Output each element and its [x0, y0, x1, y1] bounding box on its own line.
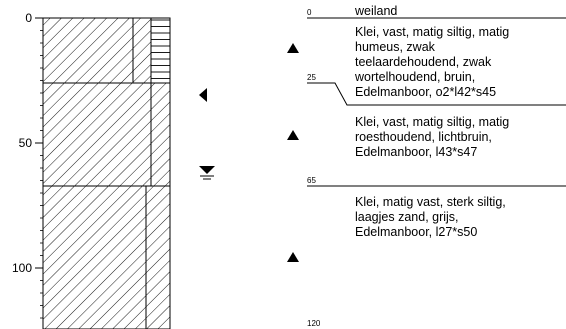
description-line: teelaardehoudend, zwak: [355, 55, 492, 69]
sample-markers: [287, 43, 299, 262]
filled-triangle-up-icon: [287, 252, 299, 262]
groundwater-level: [199, 166, 215, 180]
layer-depth-0: 0: [307, 8, 312, 17]
layer-depth-65: 65: [307, 176, 316, 185]
borehole-column: [42, 17, 171, 329]
depth-axis: 0 50 100: [12, 11, 44, 329]
filled-triangle-up-icon: [287, 43, 299, 53]
level-marker: [199, 88, 207, 102]
description-line: roesthoudend, lichtbruin,: [355, 130, 492, 144]
description-line: Klei, vast, matig siltig, matig: [355, 25, 509, 39]
description-line: humeus, zwak: [355, 40, 436, 54]
layer-depth-120: 120: [307, 319, 321, 328]
scale-label-50: 50: [19, 136, 33, 150]
description-line: Edelmanboor, o2*l42*s45: [355, 85, 496, 99]
description-line: Klei, matig vast, sterk siltig,: [355, 195, 506, 209]
description-leaders: [307, 17, 566, 187]
description-line: Klei, vast, matig siltig, matig: [355, 115, 509, 129]
description-line: Edelmanboor, l27*s50: [355, 225, 477, 239]
filled-triangle-up-icon: [287, 130, 299, 140]
groundwater-level-icon: [199, 166, 215, 174]
scale-label-0: 0: [25, 11, 32, 25]
filled-triangle-left-icon: [199, 88, 207, 102]
scale-label-100: 100: [12, 261, 32, 275]
layer-descriptions: weiland Klei, vast, matig siltig, matig …: [354, 4, 509, 239]
layer-depth-labels: 0 25 65 120: [307, 8, 321, 328]
description-line: Edelmanboor, l43*s47: [355, 145, 477, 159]
surface-description: weiland: [354, 4, 397, 18]
description-line: wortelhoudend, bruin,: [354, 70, 475, 84]
layer-depth-25: 25: [307, 73, 316, 82]
description-line: laagjes zand, grijs,: [355, 210, 459, 224]
